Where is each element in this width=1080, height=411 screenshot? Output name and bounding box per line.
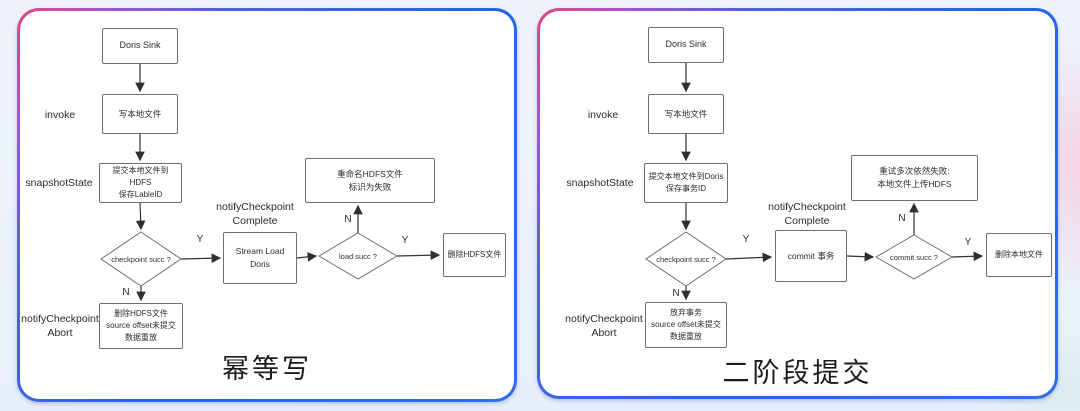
node-commit-to-hdfs: 提交本地文件到HDFS 保存LableID: [99, 163, 182, 203]
edge-label-no-load: N: [344, 214, 352, 225]
node-write-local-file: 写本地文件: [102, 94, 178, 134]
edge-label-yes-commit: Y: [964, 237, 972, 248]
flowchart-idempotent-write: Doris Sink 写本地文件 提交本地文件到HDFS 保存LableID S…: [20, 11, 514, 399]
arrow-commitcheck-yes-to-delete: [951, 251, 984, 262]
node-commit-transaction: commit 事务: [775, 230, 847, 282]
node-doris-sink: Doris Sink: [648, 27, 724, 63]
decision-diamond-checkpoint: [645, 231, 727, 287]
arrow-streamload-to-loadcheck: [296, 252, 318, 262]
edge-label-yes-load: Y: [401, 235, 409, 246]
flow-arrows-and-diamonds: [645, 63, 984, 301]
card-two-phase-commit-inner: Doris Sink 写本地文件 提交本地文件到Doris 保存事务ID com…: [540, 11, 1055, 396]
node-commit-to-doris: 提交本地文件到Doris 保存事务ID: [644, 163, 728, 203]
arrow-loadcheck-yes-to-delete: [396, 250, 441, 260]
lifecycle-label-snapshot-state: snapshotState: [25, 177, 93, 189]
arrow-commit-to-commitcheck: [846, 251, 875, 262]
card-idempotent-write: Doris Sink 写本地文件 提交本地文件到HDFS 保存LableID S…: [17, 8, 517, 402]
node-rename-hdfs-failed: 重命名HDFS文件 标识为失败: [305, 158, 435, 203]
edge-label-no-checkpoint: N: [122, 287, 130, 298]
decision-label-load-succ: load succ ?: [339, 251, 377, 261]
decision-diamond-load: [318, 232, 398, 280]
edge-label-yes-checkpoint: Y: [742, 234, 750, 245]
lifecycle-label-invoke: invoke: [587, 109, 619, 121]
edge-label-no-checkpoint: N: [672, 288, 680, 299]
node-stream-load-doris: Stream Load Doris: [223, 232, 297, 284]
decision-label-checkpoint-succ: checkpoint succ ?: [656, 254, 716, 264]
decision-label-commit-succ: commit succ ?: [890, 252, 938, 262]
decision-label-checkpoint-succ: checkpoint succ ?: [111, 254, 171, 264]
lifecycle-label-invoke: invoke: [44, 109, 76, 121]
diagram-title-idempotent-write: 幂等写: [222, 354, 312, 385]
node-abort-delete-replay: 删除HDFS文件 source offset未提交 数据重放: [99, 303, 183, 349]
lifecycle-label-notify-complete: notifyCheckpoint Complete: [768, 201, 846, 228]
edge-label-no-commit: N: [898, 213, 906, 224]
decision-diamond-commit: [875, 234, 953, 280]
node-doris-sink: Doris Sink: [102, 28, 178, 64]
arrow-snapshot-to-checkpoint: [135, 202, 146, 231]
lifecycle-label-notify-abort: notifyCheckpoint Abort: [21, 313, 99, 340]
flowchart-two-phase-commit: Doris Sink 写本地文件 提交本地文件到Doris 保存事务ID com…: [540, 11, 1055, 396]
diagram-title-two-phase-commit: 二阶段提交: [722, 358, 873, 389]
node-abort-abandon-replay: 放弃事务 source offset未提交 数据重放: [645, 302, 727, 348]
lifecycle-label-notify-complete: notifyCheckpoint Complete: [216, 201, 294, 228]
card-idempotent-write-inner: Doris Sink 写本地文件 提交本地文件到HDFS 保存LableID S…: [20, 11, 514, 399]
lifecycle-label-notify-abort: notifyCheckpoint Abort: [565, 313, 643, 340]
decision-diamond-checkpoint: [100, 231, 182, 287]
edge-label-yes-checkpoint: Y: [196, 234, 204, 245]
node-retry-failed-upload-hdfs: 重试多次依然失败: 本地文件上传HDFS: [851, 155, 978, 201]
flow-arrows-and-diamonds: [100, 64, 441, 302]
node-delete-hdfs-file: 删除HDFS文件: [443, 233, 506, 277]
card-two-phase-commit: Doris Sink 写本地文件 提交本地文件到Doris 保存事务ID com…: [537, 8, 1058, 399]
node-delete-local-file: 删除本地文件: [986, 233, 1052, 277]
arrow-checkpoint-yes-to-streamload: [180, 253, 222, 264]
node-write-local-file: 写本地文件: [648, 94, 724, 134]
lifecycle-label-snapshot-state: snapshotState: [566, 177, 634, 189]
arrow-checkpoint-yes-to-commit: [725, 252, 773, 263]
